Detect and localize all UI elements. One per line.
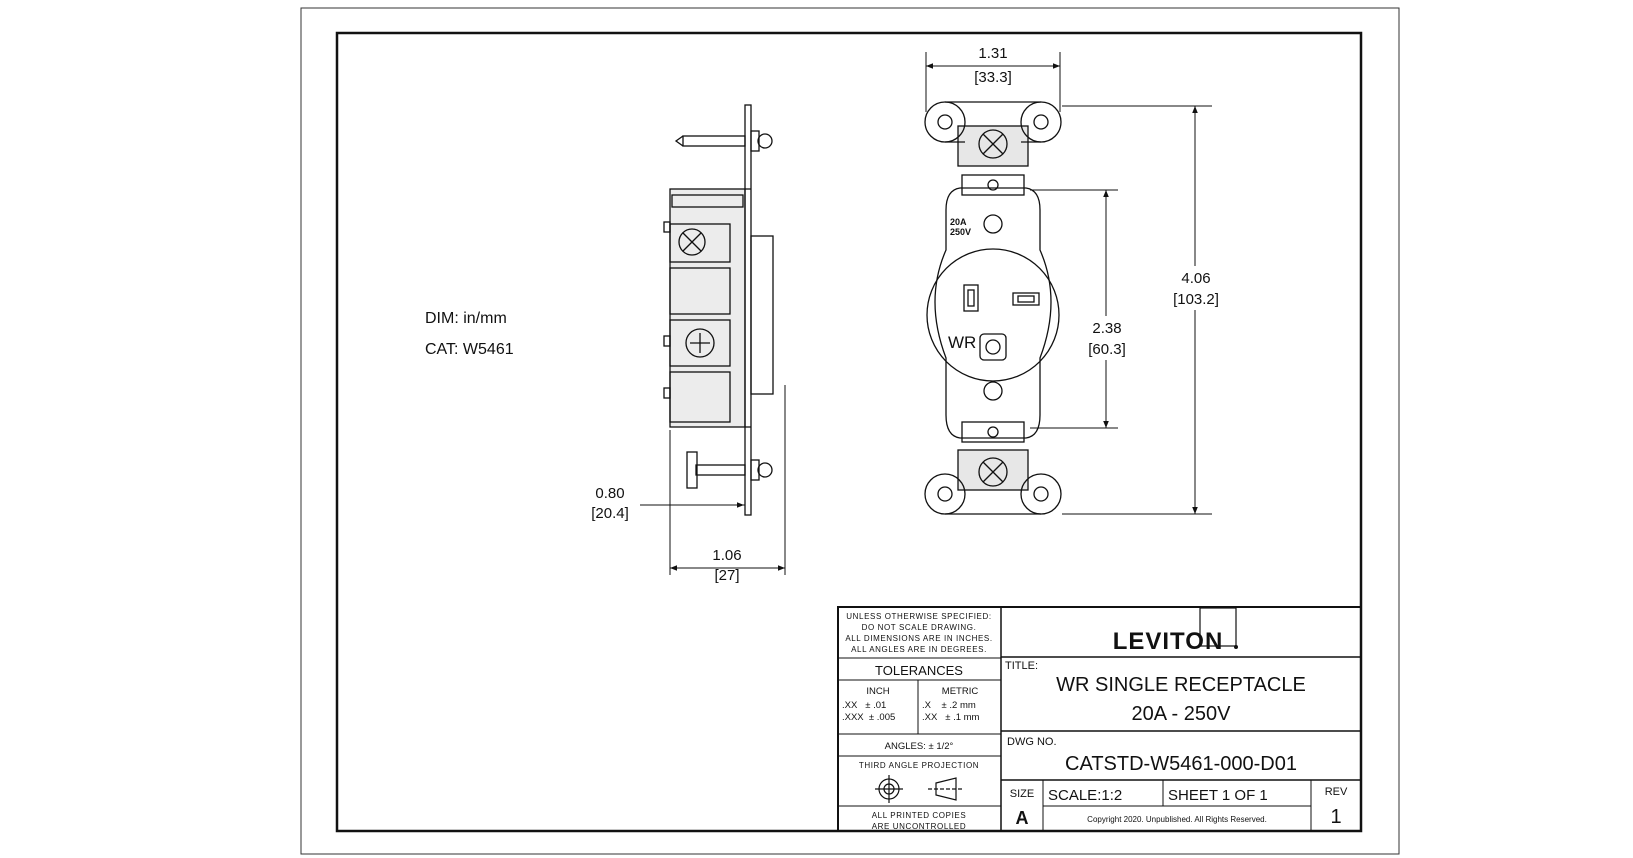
general-note-4: ALL ANGLES ARE IN DEGREES. xyxy=(851,645,987,654)
dwg-no-label: DWG NO. xyxy=(1007,736,1057,748)
tolerances-header: TOLERANCES xyxy=(875,663,963,678)
projection-label: THIRD ANGLE PROJECTION xyxy=(859,761,979,770)
copies-note-1: ALL PRINTED COPIES xyxy=(872,811,967,820)
side-dimensions xyxy=(640,385,786,575)
dim-front-width-mm: [33.3] xyxy=(974,69,1012,86)
size-label: SIZE xyxy=(1010,788,1034,800)
company-logo: LEVITON xyxy=(1113,628,1224,655)
dim-strap-depth-mm: [20.4] xyxy=(591,505,629,522)
dim-overall-height-mm: [103.2] xyxy=(1173,291,1219,308)
angles-tolerance: ANGLES: ± 1/2° xyxy=(885,741,954,752)
wr-mark: WR xyxy=(948,333,976,352)
general-note-3: ALL DIMENSIONS ARE IN INCHES. xyxy=(845,634,992,643)
copies-note-2: ARE UNCONTROLLED xyxy=(872,822,967,831)
scale-value: SCALE:1:2 xyxy=(1048,787,1122,804)
rating-volts-mark: 250V xyxy=(950,227,971,237)
inch-row-2: .XXX ± .005 xyxy=(842,712,895,723)
dim-overall-label-gap xyxy=(1166,266,1226,310)
copyright-note: Copyright 2020. Unpublished. All Rights … xyxy=(1087,815,1267,824)
metric-row-2: .XX ± .1 mm xyxy=(922,712,980,723)
outer-frame xyxy=(300,7,1400,855)
general-note-2: DO NOT SCALE DRAWING. xyxy=(862,623,977,632)
dim-units-note: DIM: in/mm xyxy=(425,310,507,327)
logo-trademark-dot xyxy=(1234,645,1238,649)
rev-label: REV xyxy=(1325,786,1348,798)
dim-face-height-mm: [60.3] xyxy=(1088,341,1126,358)
dim-front-width-in: 1.31 xyxy=(978,45,1007,62)
metric-header: METRIC xyxy=(942,686,979,697)
dim-side-depth-mm: [27] xyxy=(714,567,739,584)
inch-header: INCH xyxy=(866,686,889,697)
dim-face-height-in: 2.38 xyxy=(1092,320,1121,337)
inch-row-1: .XX ± .01 xyxy=(842,700,886,711)
rating-amps-mark: 20A xyxy=(950,217,967,227)
side-view xyxy=(663,104,774,516)
dim-side-depth-in: 1.06 xyxy=(712,547,741,564)
projection-symbol xyxy=(875,775,964,803)
front-top-block-shade xyxy=(958,126,1028,166)
front-view xyxy=(924,101,1062,515)
drawing-title-line-1: WR SINGLE RECEPTACLE xyxy=(1056,674,1306,696)
catalog-note: CAT: W5461 xyxy=(425,341,514,358)
front-dimensions xyxy=(925,52,1212,515)
size-value: A xyxy=(1016,808,1029,828)
front-bottom-block-shade xyxy=(958,450,1028,490)
rev-value: 1 xyxy=(1330,806,1341,828)
title-block xyxy=(837,606,1362,832)
dim-overall-height-in: 4.06 xyxy=(1181,270,1210,287)
sheet-value: SHEET 1 OF 1 xyxy=(1168,787,1268,804)
general-note-1: UNLESS OTHERWISE SPECIFIED: xyxy=(846,612,991,621)
dim-strap-depth-in: 0.80 xyxy=(595,485,624,502)
dim-face-label-gap xyxy=(1082,316,1132,360)
drawing-number: CATSTD-W5461-000-D01 xyxy=(1065,753,1297,775)
side-body-shade xyxy=(670,189,745,427)
title-label: TITLE: xyxy=(1005,660,1038,672)
drawing-title-line-2: 20A - 250V xyxy=(1132,703,1232,725)
metric-row-1: .X ± .2 mm xyxy=(922,700,976,711)
